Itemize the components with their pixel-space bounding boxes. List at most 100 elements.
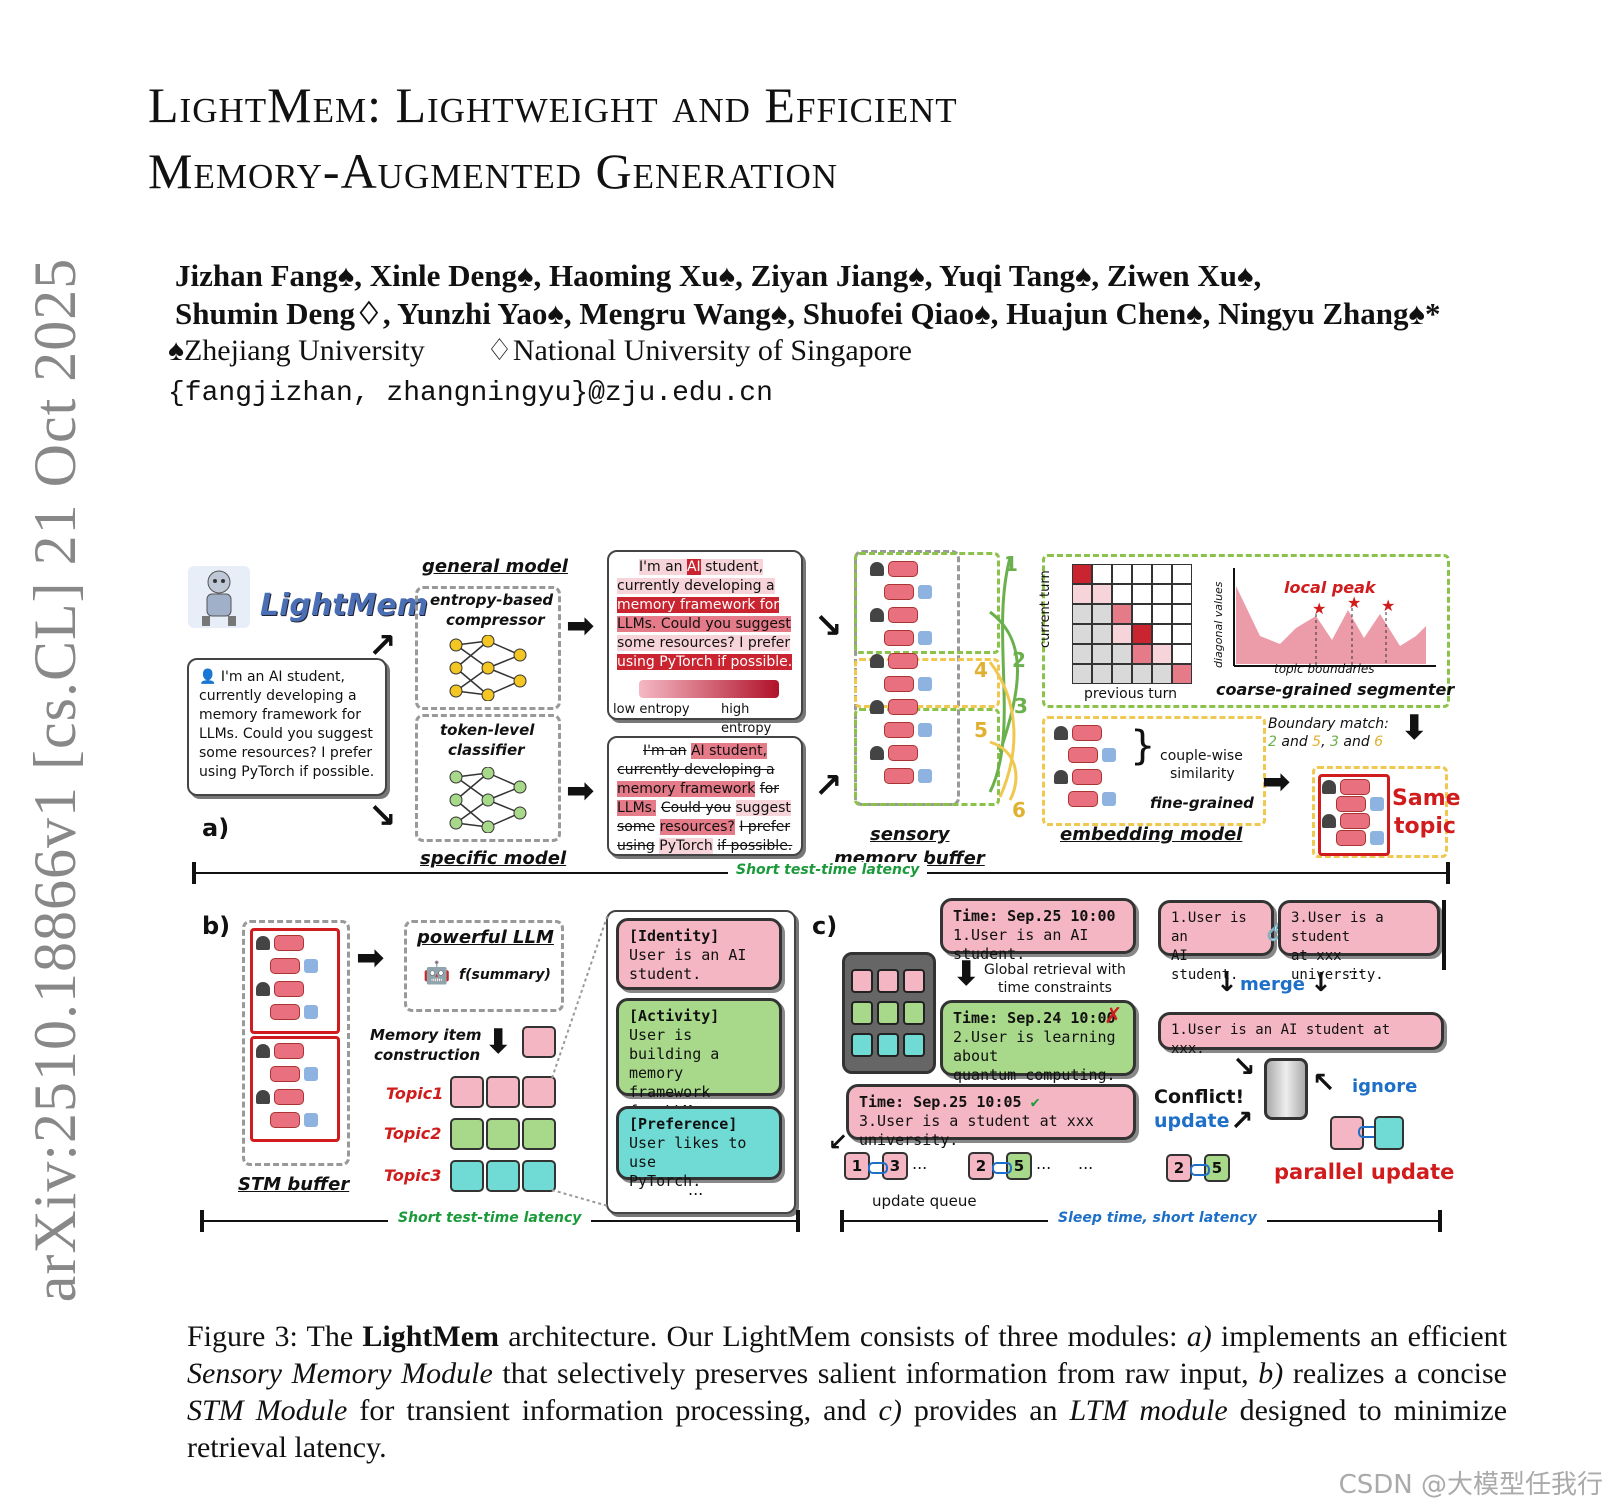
user-icon: 👤 (199, 669, 221, 685)
time-card-2-text: 2.User is learning about (953, 1028, 1116, 1065)
merge-card-right: 3.User is a student at xxx university. (1278, 900, 1440, 983)
boundary-num: 2 (1268, 734, 1277, 750)
heatmap-cell (1172, 664, 1192, 684)
kept-token: AI student, (690, 743, 768, 759)
cards-ellipsis: ... (688, 1180, 704, 1199)
message-bubble-icon (884, 768, 914, 784)
identity-tag: [Identity] (629, 927, 720, 945)
heatmap-cell (1072, 604, 1092, 624)
database-cell (903, 969, 925, 993)
message-row (256, 1088, 304, 1106)
robot-icon (918, 723, 932, 737)
update-label: update (1154, 1110, 1230, 1132)
same-topic-highlight (1318, 774, 1390, 856)
latency-tick (200, 1210, 204, 1232)
message-row (884, 629, 932, 647)
user-icon (256, 1044, 270, 1058)
merge-right-text: at xxx university. (1291, 948, 1384, 983)
message-row (270, 957, 318, 975)
affiliation-zju: ♠Zhejiang University (168, 334, 425, 367)
message-row (870, 652, 918, 670)
robot-icon (1370, 831, 1384, 845)
arrow-down-icon: ⬇ (952, 954, 981, 994)
user-msg-line: some resources? I prefer (199, 745, 373, 761)
user-icon (870, 700, 884, 714)
heatmap-cell (1172, 604, 1192, 624)
kept-token: PyTorch (659, 838, 713, 854)
csdn-watermark: CSDN @大模型任我行 (1338, 1470, 1603, 1500)
powerful-llm-box: powerful LLM 🤖 f(summary) (404, 920, 564, 1012)
caption-text: Figure 3: The (187, 1320, 363, 1353)
entropy-line: currently developing a (617, 578, 775, 594)
similarity-label: similarity (1170, 766, 1235, 782)
paper-title: LightMem: Lightweight and Efficient Memo… (148, 72, 1448, 204)
conflict-label: Conflict! (1154, 1086, 1245, 1108)
stm-group-2 (250, 1036, 340, 1142)
same-topic-rows (1322, 778, 1384, 848)
robot-icon (1370, 797, 1384, 811)
user-icon (870, 562, 884, 576)
stm-buffer-label: STM buffer (238, 1174, 350, 1195)
parallel-item-pink (1330, 1116, 1364, 1150)
compressor-line-2: compressor (446, 611, 545, 629)
arrow-down-icon: ⬇ (1400, 708, 1429, 748)
message-row (884, 767, 932, 785)
arrow-right-icon: ➡ (566, 606, 595, 646)
parallel-item-teal (1374, 1116, 1404, 1150)
compressor-box: entropy-based compressor (415, 586, 561, 710)
message-bubble-icon (1068, 747, 1098, 763)
powerful-llm-label: powerful LLM (417, 927, 554, 948)
arxiv-identifier-stamp: arXiv:2510.18866v1 [cs.CL] 21 Oct 2025 (22, 257, 88, 1303)
stm-rows (256, 934, 328, 1024)
queue-item: 2 (968, 1152, 994, 1180)
user-msg-line: I'm an AI student, (220, 669, 345, 685)
message-bubble-icon (884, 722, 914, 738)
similarity-heatmap (1072, 564, 1192, 684)
activity-text: memory framework (629, 1064, 711, 1101)
diagonal-values-plot: ★ ★ ★ (1233, 568, 1436, 667)
topic-memory-cell (522, 1118, 556, 1150)
time-card-2-time: Time: Sep.24 10:00 (953, 1009, 1116, 1027)
user-message-bubble: 👤 I'm an AI student, currently developin… (187, 658, 387, 796)
database-cells (851, 969, 927, 1065)
curved-arrow-icon: ↘ (814, 606, 843, 646)
merge-left-text: AI student. (1171, 948, 1239, 983)
message-row (1054, 724, 1102, 742)
message-row (270, 1065, 318, 1083)
heatmap-cell (1112, 604, 1132, 624)
heatmap-cell (1072, 664, 1092, 684)
divider-bar (1442, 900, 1446, 970)
authors-line-2: Shumin Deng♢, Yunzhi Yao♠, Mengru Wang♠,… (175, 296, 1441, 331)
message-bubble-icon (888, 653, 918, 669)
message-bubble-icon (888, 561, 918, 577)
cross-icon: ✗ (1104, 1004, 1123, 1029)
panel-a-label: a) (202, 814, 230, 842)
boundary-number: 3 (1014, 694, 1028, 718)
topic-memory-cell (450, 1076, 484, 1108)
heatmap-cell (1092, 664, 1112, 684)
caption-italic: b) (1258, 1357, 1284, 1390)
latency-tick (1438, 1210, 1442, 1232)
kept-token: suggest (735, 800, 791, 816)
entropy-token: I'm an (639, 559, 687, 575)
coarse-segmenter-label: coarse-grained segmenter (1216, 680, 1455, 699)
couple-wise-label: couple-wise (1160, 748, 1243, 764)
user-icon (870, 608, 884, 622)
heatmap-cell (1112, 584, 1132, 604)
time-card-3-time: Time: Sep.25 10:05 (859, 1093, 1022, 1111)
latency-b-label: Short test-time latency (388, 1210, 592, 1226)
preference-tag: [Preference] (629, 1115, 738, 1133)
heatmap-cell (1132, 564, 1152, 584)
curved-arrow-icon: ↓ (1216, 968, 1238, 998)
heatmap-cell (1132, 624, 1152, 644)
classifier-output-text: I'm an AI student, currently developing … (607, 736, 803, 856)
message-row (870, 698, 918, 716)
entropy-line: memory framework for (617, 597, 780, 613)
svg-text:★: ★ (1347, 593, 1361, 612)
curved-arrow-icon: ↖ (1312, 1066, 1336, 1099)
message-row (256, 980, 304, 998)
check-icon: ✔ (1030, 1093, 1040, 1111)
merge-right-text: 3.User is a student (1291, 910, 1384, 945)
